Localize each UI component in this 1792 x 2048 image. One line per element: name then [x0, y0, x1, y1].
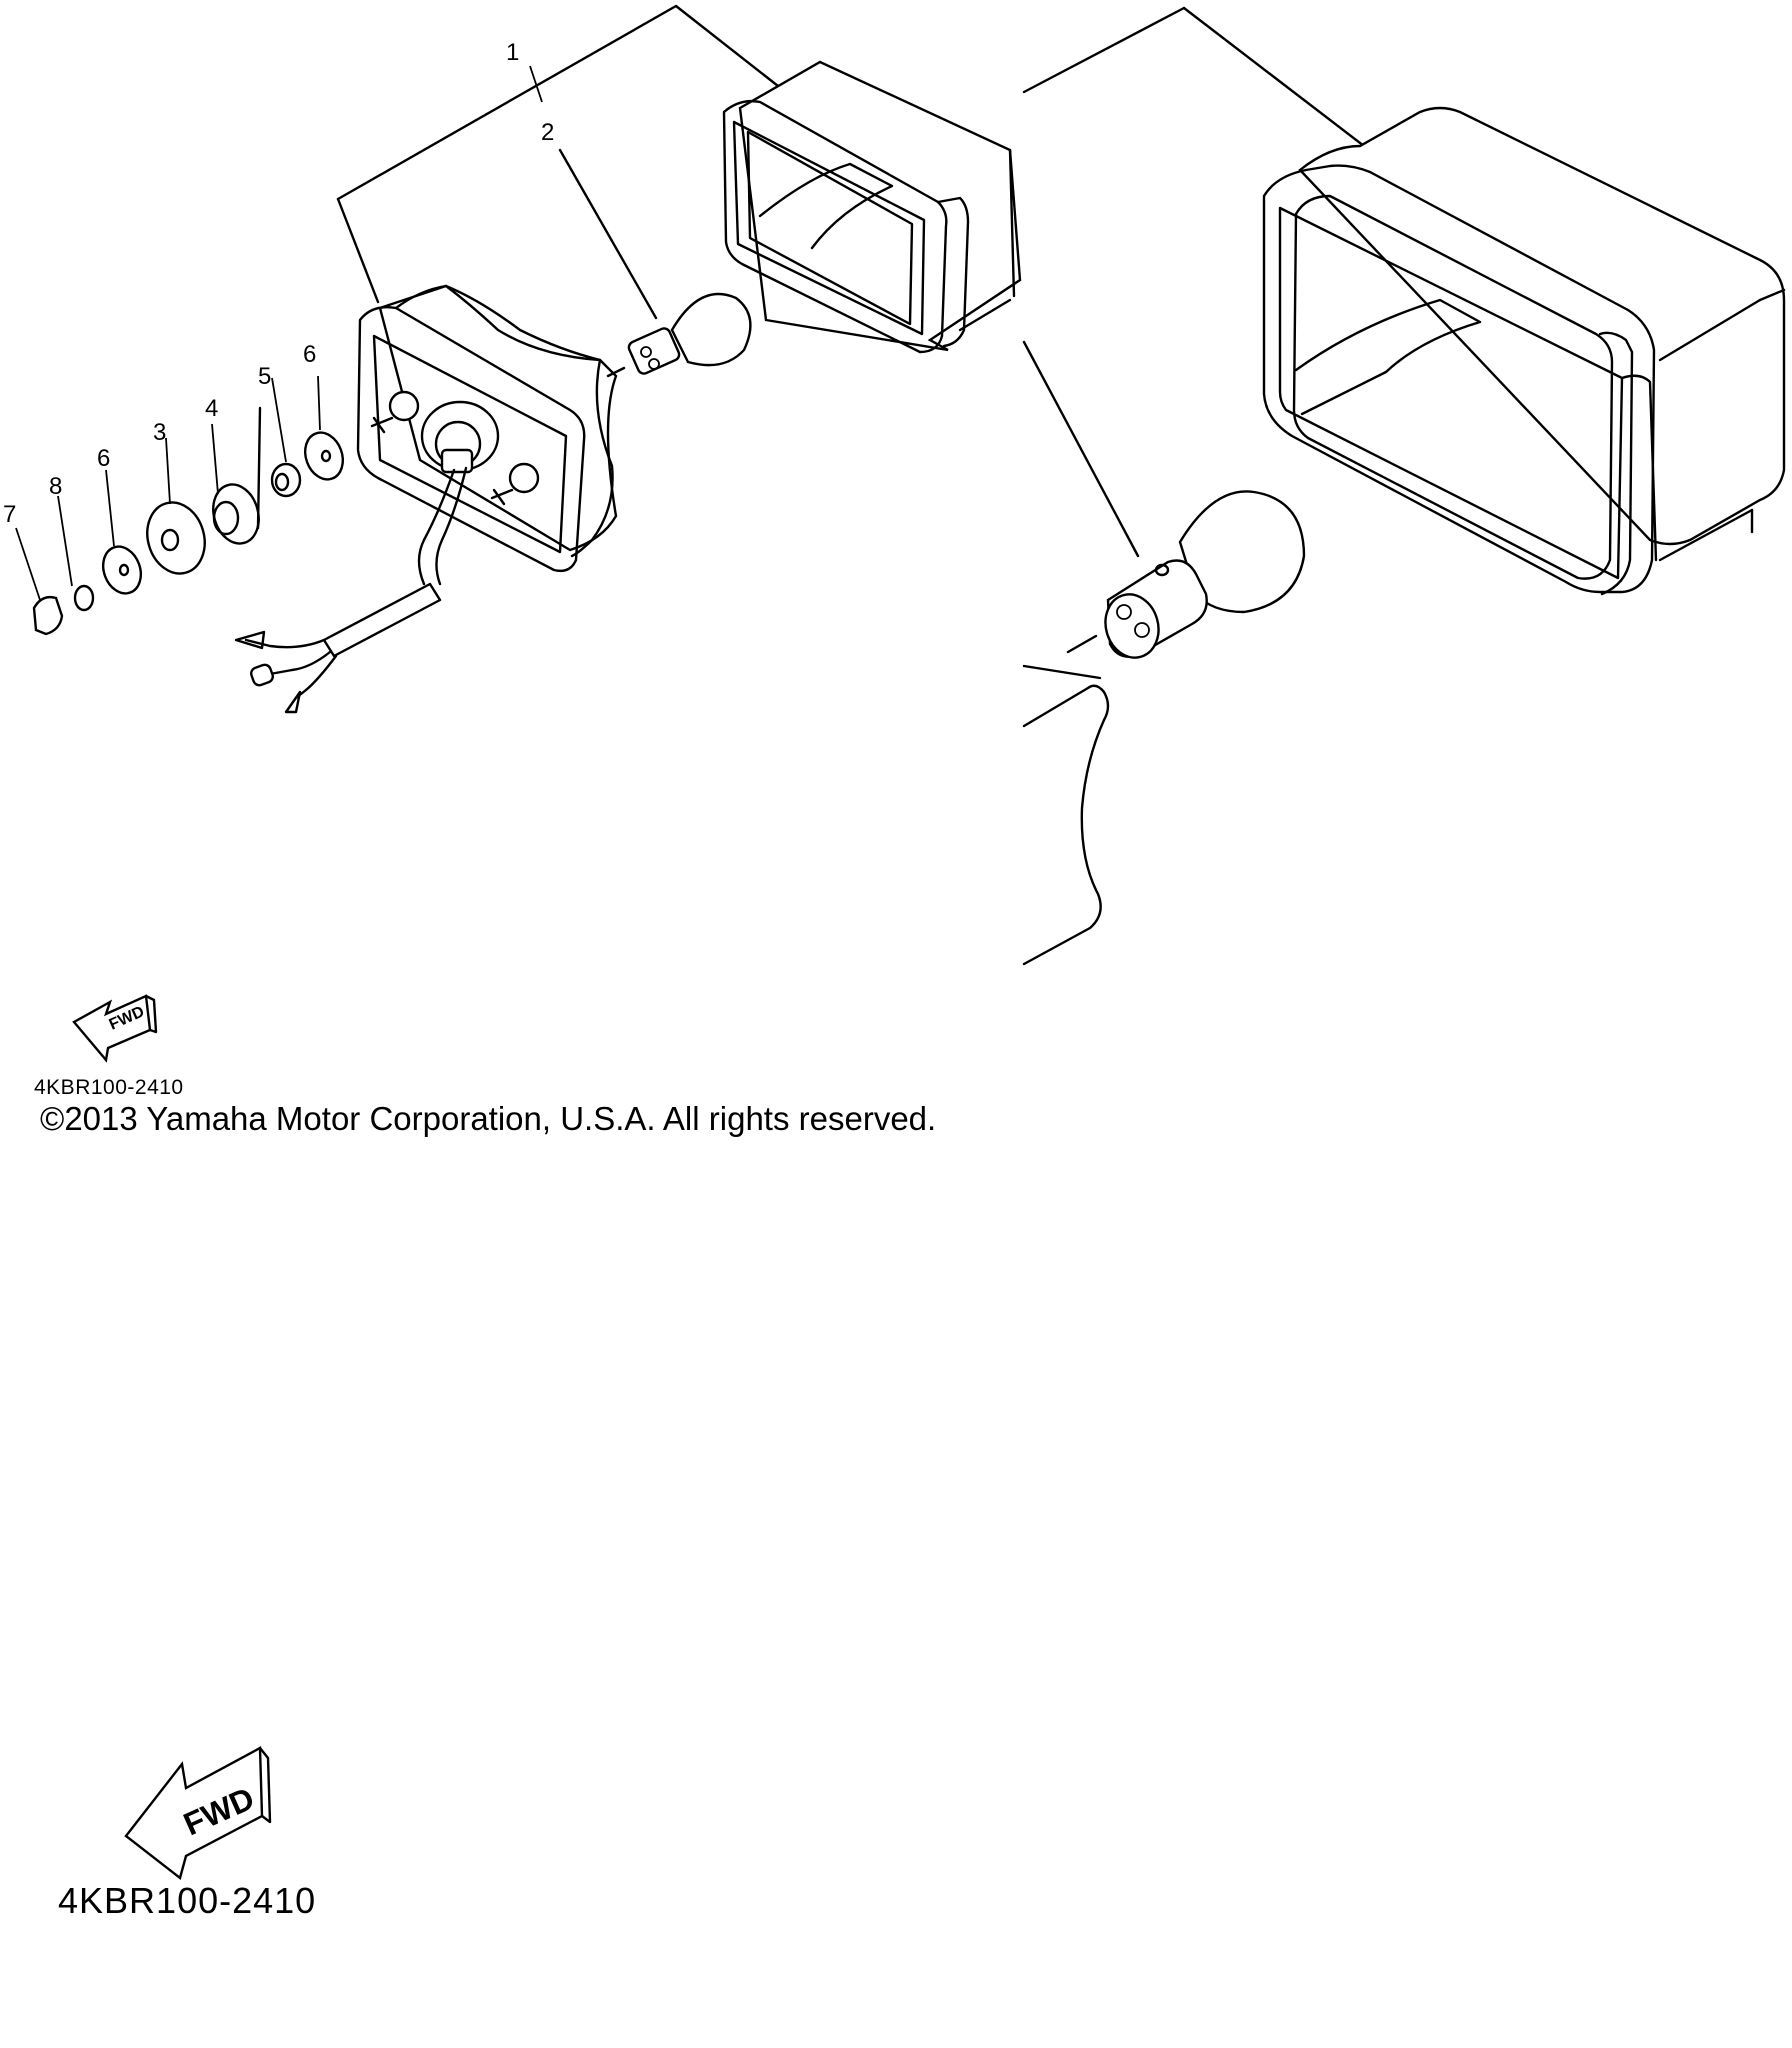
diagram-code-large: 4KBR100-2410 — [58, 1880, 317, 1921]
callout-6-upper: 6 — [303, 341, 316, 368]
leader-part-1 — [336, 4, 780, 304]
callout-7: 7 — [3, 501, 16, 528]
taillight-lens — [722, 60, 1022, 354]
copyright-notice: ©2013 Yamaha Motor Corporation, U.S.A. A… — [40, 1100, 937, 1137]
callout-4: 4 — [205, 395, 218, 422]
callout-3: 3 — [153, 419, 166, 446]
callout-labels: 1 2 3 4 5 6 6 7 8 — [3, 39, 554, 528]
callout-2: 2 — [541, 119, 554, 146]
hardware-stack — [15, 375, 345, 636]
fwd-arrow-large: FWD — [124, 1746, 272, 1881]
callout-8: 8 — [49, 473, 62, 500]
taillight-housing — [234, 284, 618, 714]
callout-1: 1 — [506, 39, 519, 66]
diagram-code-small: 4KBR100-2410 — [34, 1076, 184, 1099]
fwd-arrow-small: FWD — [72, 994, 158, 1063]
enlarged-detail — [1022, 6, 1786, 966]
callout-5: 5 — [258, 363, 271, 390]
leader-part-2 — [558, 148, 658, 320]
callout-6-lower: 6 — [97, 445, 110, 472]
bulb — [606, 292, 752, 378]
